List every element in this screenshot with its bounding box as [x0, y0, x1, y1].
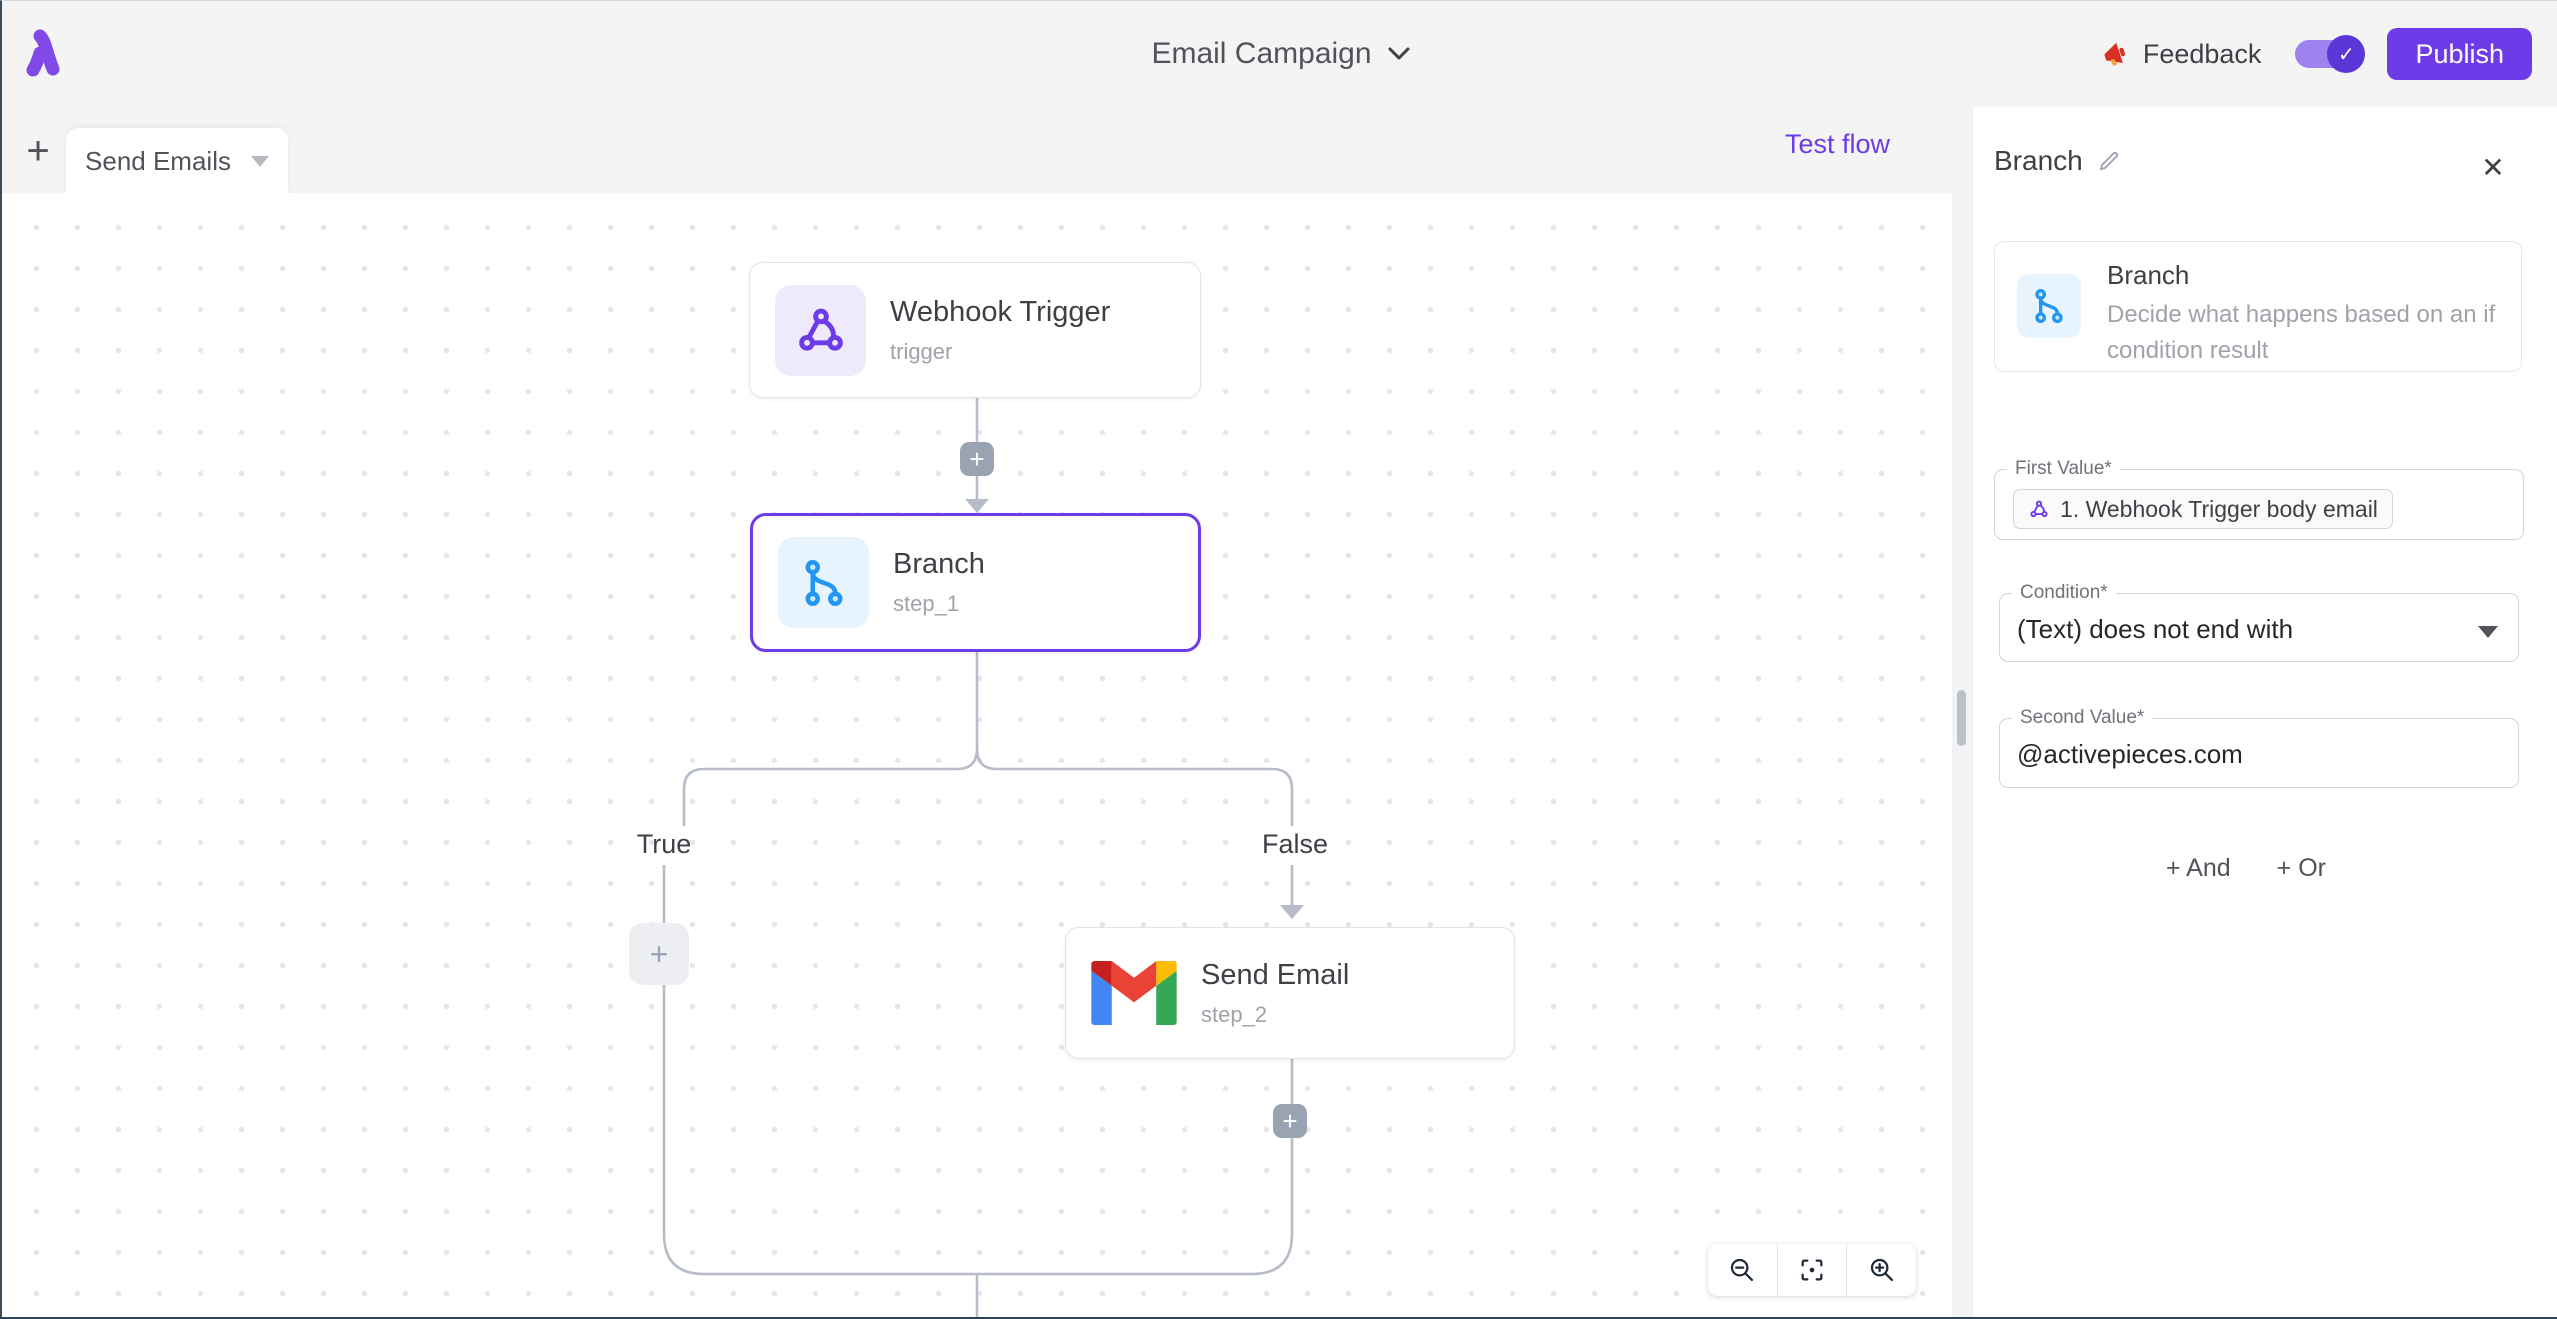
node-branch[interactable]: Branch step_1	[750, 513, 1201, 652]
node-title: Branch	[893, 548, 985, 580]
node-subtitle: trigger	[890, 338, 953, 364]
scrollbar-thumb[interactable]	[1957, 690, 1966, 746]
flow-canvas[interactable]: Webhook Trigger trigger + Branch step_1 …	[2, 193, 1952, 1317]
second-value-field[interactable]: Second Value* @activepieces.com	[1999, 707, 2519, 788]
node-subtitle: step_2	[1201, 1001, 1268, 1027]
first-value-label: First Value*	[2015, 458, 2112, 479]
zoom-out-button[interactable]	[1708, 1244, 1777, 1296]
tab-strip: + Send Emails Test flow	[2, 107, 1952, 194]
canvas-scrollbar	[1952, 107, 1972, 1317]
node-send-email[interactable]: Send Email step_2	[1065, 927, 1515, 1059]
activepieces-logo-icon	[26, 29, 60, 77]
feedback-button[interactable]: Feedback	[2101, 38, 2262, 70]
condition-select[interactable]: Condition* (Text) does not end with	[1999, 582, 2519, 662]
branch-icon	[2017, 274, 2081, 338]
megaphone-icon	[2104, 42, 2125, 67]
panel-title: Branch	[1994, 145, 2083, 176]
node-webhook-trigger[interactable]: Webhook Trigger trigger	[749, 262, 1201, 398]
piece-info-card: Branch Decide what happens based on an i…	[1994, 241, 2522, 372]
fit-view-button[interactable]	[1776, 1244, 1847, 1296]
condition-group-actions: + And + Or	[1973, 854, 2519, 883]
gmail-icon	[1091, 961, 1177, 1025]
add-action-true-button[interactable]: +	[629, 923, 689, 985]
select-caret-icon	[2478, 626, 2498, 638]
webhook-icon	[775, 284, 866, 376]
token-text: 1. Webhook Trigger body email	[2060, 495, 2378, 522]
flow-name-menu[interactable]: Email Campaign	[1151, 1, 1410, 107]
fit-view-icon	[1801, 1259, 1823, 1281]
add-or-button[interactable]: + Or	[2276, 854, 2326, 882]
false-branch-label: False	[1261, 829, 1329, 859]
first-value-token[interactable]: 1. Webhook Trigger body email	[2013, 489, 2393, 529]
step-settings-panel: Branch ✕ Branch Decide what happens base…	[1972, 107, 2557, 1317]
edit-pencil-icon[interactable]	[2097, 149, 2121, 173]
piece-description: Decide what happens based on an if condi…	[2107, 301, 2496, 364]
tab-send-emails[interactable]: Send Emails	[66, 128, 288, 194]
first-value-field[interactable]: First Value* 1. Webhook Trigger body ema…	[1994, 458, 2524, 540]
top-header: Email Campaign Feedback ✓ Publish	[2, 1, 2557, 107]
tab-label: Send Emails	[85, 145, 231, 176]
publish-button[interactable]: Publish	[2387, 28, 2532, 80]
arrowhead-icon	[965, 499, 989, 513]
second-value-text: @activepieces.com	[2017, 739, 2243, 769]
add-and-button[interactable]: + And	[2166, 854, 2231, 882]
zoom-in-button[interactable]	[1846, 1244, 1916, 1296]
add-step-badge[interactable]: +	[960, 442, 994, 476]
test-flow-button[interactable]: Test flow	[1784, 129, 1890, 159]
chevron-down-icon	[1388, 47, 1410, 60]
second-value-label: Second Value*	[2020, 707, 2145, 728]
arrowhead-icon	[1280, 905, 1304, 919]
flow-name: Email Campaign	[1151, 37, 1372, 70]
zoom-in-icon	[1870, 1258, 1893, 1282]
toggle-check-icon: ✓	[2327, 35, 2366, 73]
tab-dropdown-icon[interactable]	[250, 155, 269, 167]
node-title: Send Email	[1201, 958, 1350, 991]
flow-enabled-toggle[interactable]: ✓	[2295, 35, 2366, 73]
flow-edges	[662, 397, 1304, 1317]
add-step-badge[interactable]: +	[1273, 1104, 1307, 1138]
true-branch-label: True	[636, 829, 692, 859]
canvas-zoom-controls	[1708, 1244, 1916, 1296]
node-subtitle: step_1	[893, 591, 960, 616]
webhook-icon	[2030, 500, 2048, 518]
condition-value: (Text) does not end with	[2017, 614, 2294, 644]
node-title: Webhook Trigger	[890, 295, 1111, 328]
header-actions: Feedback ✓ Publish	[2101, 1, 2532, 107]
branch-icon	[778, 537, 869, 628]
condition-label: Condition*	[2020, 582, 2108, 603]
close-panel-button[interactable]: ✕	[2473, 147, 2513, 187]
feedback-label: Feedback	[2142, 38, 2262, 69]
add-flow-button[interactable]: +	[16, 129, 60, 173]
zoom-out-icon	[1731, 1258, 1754, 1282]
piece-title: Branch	[2107, 260, 2190, 290]
